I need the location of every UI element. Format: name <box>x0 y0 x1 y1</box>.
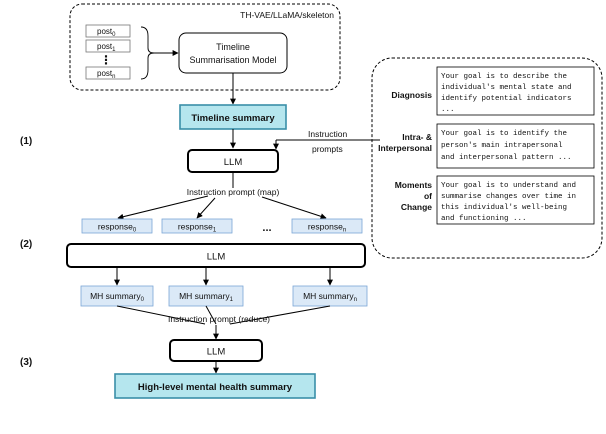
input-group-label: TH-VAE/LLaMA/skeleton <box>240 10 334 20</box>
instruction-prompts-line2: prompts <box>312 144 343 154</box>
post-brace <box>140 26 155 80</box>
model-label-line1: Timeline <box>216 42 250 52</box>
prompt-text-diagnosis-2: identify potential indicators <box>441 95 572 103</box>
arrow-map-response0 <box>117 195 209 220</box>
prompt-text-diagnosis-1: individual's mental state and <box>441 84 572 92</box>
prompt-text-interpersonal-0: Your goal is to identify the <box>441 130 567 138</box>
prompts-panel-border <box>371 57 603 259</box>
llm-label-1: LLM <box>224 157 243 168</box>
mh-summary-label-1: MH summary1 <box>179 291 234 303</box>
response-label-n: responsen <box>308 222 346 234</box>
prompt-box-change <box>436 175 595 225</box>
prompt-label-change-2: Change <box>401 202 432 212</box>
reduce-line-0 <box>116 305 206 325</box>
timeline-summarisation-model-box <box>178 32 288 74</box>
prompt-box-diagnosis <box>436 66 595 116</box>
post-label-1: post1 <box>97 42 116 53</box>
prompt-label-diagnosis: Diagnosis <box>391 90 432 100</box>
post-box-0 <box>85 24 131 38</box>
post-ellipsis: ⋮ <box>100 53 112 67</box>
prompt-text-change-2: this individual's well-being <box>441 204 567 212</box>
stage-label-1: (1) <box>20 136 32 147</box>
llm-label-3: LLM <box>207 347 226 358</box>
prompt-box-interpersonal <box>436 123 595 169</box>
prompt-text-change-0: Your goal is to understand and <box>441 182 576 190</box>
timeline-summary-label: Timeline summary <box>191 113 275 124</box>
prompt-label-change-0: Moments <box>395 180 433 190</box>
final-summary-label: High-level mental health summary <box>138 382 293 393</box>
post-box-1 <box>85 39 131 53</box>
prompt-text-interpersonal-1: person's main intrapersonal <box>441 142 563 150</box>
arrow-map-responsen <box>261 196 327 220</box>
prompt-label-interpersonal-0: Intra- & <box>402 132 432 142</box>
response-box-n <box>291 218 363 234</box>
post-label-n: postn <box>97 69 115 80</box>
final-summary-box <box>114 373 316 399</box>
reduce-prompt-label: Instruction prompt (reduce) <box>168 314 270 324</box>
prompt-label-change-1: of <box>424 191 432 201</box>
response-box-0 <box>81 218 153 234</box>
post-box-n <box>85 66 131 80</box>
post-label-0: post0 <box>97 27 116 38</box>
response-dots: ... <box>262 222 271 234</box>
input-group-border <box>69 3 341 91</box>
response-box-1 <box>161 218 233 234</box>
prompt-text-change-3: and functioning ... <box>441 215 527 223</box>
prompt-text-diagnosis-3: ... <box>441 106 455 114</box>
llm-box-2 <box>66 243 366 268</box>
reduce-line-n <box>229 305 331 325</box>
reduce-line-1 <box>205 305 217 325</box>
prompt-text-change-1: summarise changes over time in <box>441 193 576 201</box>
post-list: post0 post1 ⋮ postn <box>85 24 131 80</box>
response-label-1: response1 <box>178 222 217 234</box>
stage-label-2: (2) <box>20 239 32 250</box>
prompt-text-diagnosis-0: Your goal is to describe the <box>441 73 567 81</box>
mh-summary-label-n: MH summaryn <box>303 291 357 303</box>
instruction-prompts-line1: Instruction <box>308 129 347 139</box>
prompt-text-interpersonal-2: and interpersonal pattern ... <box>441 154 572 162</box>
model-label-line2: Summarisation Model <box>189 55 276 65</box>
arrow-map-response1 <box>196 197 216 219</box>
prompt-label-interpersonal-1: Interpersonal <box>378 143 432 153</box>
mh-summary-label-0: MH summary0 <box>90 291 145 303</box>
map-prompt-label: Instruction prompt (map) <box>187 187 280 197</box>
llm-label-2: LLM <box>207 252 226 263</box>
stage-label-3: (3) <box>20 357 32 368</box>
response-label-0: response0 <box>98 222 137 234</box>
